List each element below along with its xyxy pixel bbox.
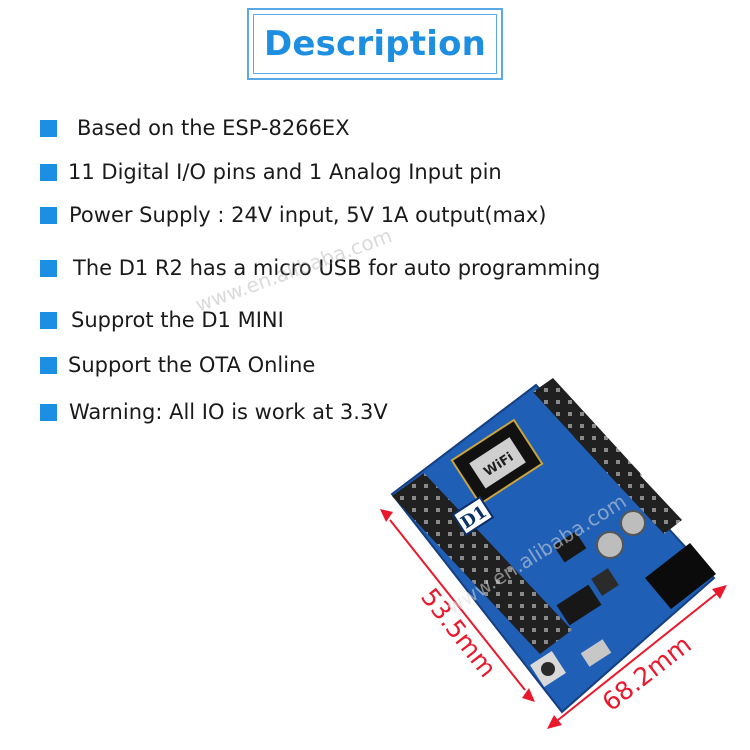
square-bullet-icon [40,311,57,329]
square-bullet-icon [40,259,57,277]
capacitor [620,510,646,536]
inductor [591,568,619,596]
title-frame: Description [247,8,503,80]
esp-module: WiFi [450,418,544,506]
feature-text: Support the OTA Online [68,353,316,377]
feature-text: Warning: All IO is work at 3.3V [69,400,388,424]
feature-text: Supprot the D1 MINI [71,308,284,332]
width-dimension-line [557,593,717,721]
micro-usb-port [580,639,612,667]
reset-button-cap [541,662,555,676]
feature-text: Based on the ESP-8266EX [77,116,350,140]
ic-chip [553,531,587,563]
square-bullet-icon [40,403,57,421]
ic-chip [556,584,602,626]
feature-item-4: The D1 R2 has a micro USB for auto progr… [40,256,600,280]
dc-power-jack [645,543,716,609]
feature-text: 11 Digital I/O pins and 1 Analog Input p… [68,160,502,184]
right-header-pins [574,424,682,534]
feature-item-2: 11 Digital I/O pins and 1 Analog Input p… [40,160,502,184]
feature-item-5: Supprot the D1 MINI [40,308,284,332]
feature-item-7: Warning: All IO is work at 3.3V [40,400,388,424]
square-bullet-icon [40,119,57,137]
height-dimension-line [389,519,526,691]
feature-item-1: Based on the ESP-8266EX [40,116,350,140]
arrow-head-icon [380,509,393,522]
square-bullet-icon [40,163,57,181]
feature-item-6: Support the OTA Online [40,353,315,377]
capacitor [596,531,624,559]
square-bullet-icon [40,206,57,224]
feature-text: Power Supply : 24V input, 5V 1A output(m… [69,203,547,227]
square-bullet-icon [40,356,57,374]
left-header-pins [392,473,572,654]
arrow-head-icon [547,715,562,729]
arrow-head-icon [712,585,727,599]
arrow-head-icon [522,688,535,702]
feature-text: The D1 R2 has a micro USB for auto progr… [73,256,601,280]
feature-item-3: Power Supply : 24V input, 5V 1A output(m… [40,203,547,227]
